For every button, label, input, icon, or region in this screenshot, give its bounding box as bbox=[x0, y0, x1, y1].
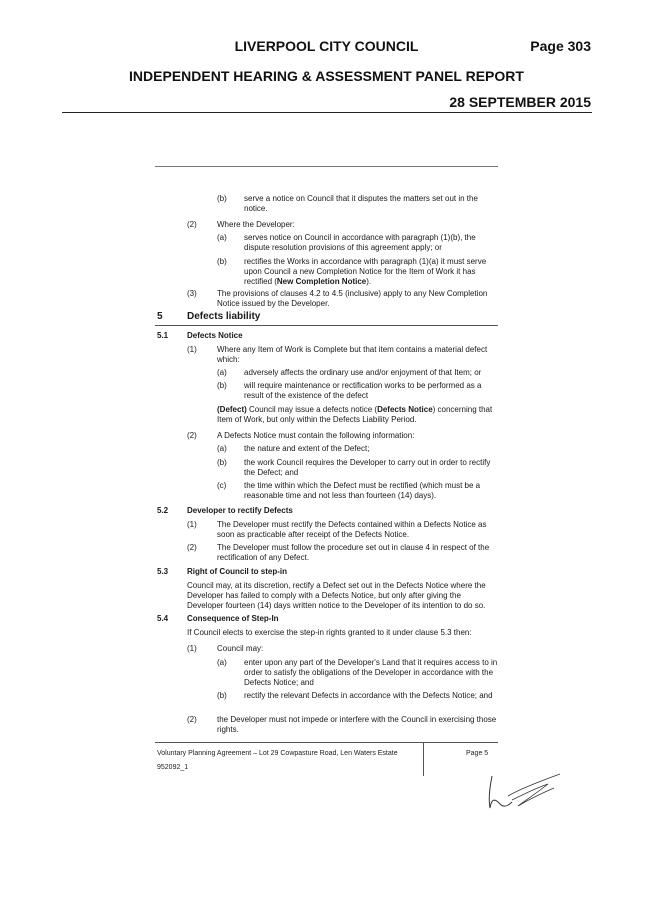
subsection-title: Right of Council to step-in bbox=[187, 567, 287, 576]
clause-num: (b) bbox=[217, 381, 227, 390]
clause-text: the nature and extent of the Defect; bbox=[244, 444, 370, 453]
clause-text: the Developer must not impede or interfe… bbox=[217, 715, 497, 734]
clause-text: Council may: bbox=[217, 644, 264, 653]
subsection-number: 5.2 bbox=[157, 506, 169, 515]
defined-term: New Completion Notice bbox=[276, 277, 367, 286]
text-run: Council may issue a defects notice ( bbox=[246, 405, 378, 414]
clause-num: (a) bbox=[217, 233, 227, 242]
clause-num: (b) bbox=[217, 194, 227, 203]
footer-rule bbox=[155, 742, 498, 743]
footer-reference: 952092_1 bbox=[157, 764, 189, 771]
clause-text: If Council elects to exercise the step-i… bbox=[187, 628, 472, 637]
clause-text: rectifies the Works in accordance with p… bbox=[244, 257, 499, 287]
council-name: LIVERPOOL CITY COUNCIL bbox=[234, 38, 419, 54]
clause-num: (a) bbox=[217, 444, 227, 453]
subsection-number: 5.4 bbox=[157, 614, 169, 623]
footer-agreement: Voluntary Planning Agreement – Lot 29 Co… bbox=[157, 750, 398, 757]
clause-text: The provisions of clauses 4.2 to 4.5 (in… bbox=[217, 289, 488, 308]
section-number: 5 bbox=[157, 311, 163, 322]
clause-num: (3) bbox=[187, 289, 197, 298]
clause-num: (b) bbox=[217, 691, 227, 700]
footer-divider bbox=[423, 742, 424, 776]
document-top-rule bbox=[155, 166, 498, 167]
clause-text: the time within which the Defect must be… bbox=[244, 481, 481, 500]
clause-text: Where the Developer: bbox=[217, 220, 295, 229]
subsection-number: 5.3 bbox=[157, 567, 169, 576]
defined-term: Defects Notice bbox=[377, 405, 433, 414]
section-title: Defects liability bbox=[187, 311, 261, 322]
clause-text: rectify the relevant Defects in accordan… bbox=[244, 691, 493, 700]
clause-num: (2) bbox=[187, 543, 197, 552]
clause-text: The Developer must follow the procedure … bbox=[217, 543, 490, 562]
clause-num: (c) bbox=[217, 481, 227, 490]
clause-num: (b) bbox=[217, 257, 227, 266]
defect-definition: (Defect) Council may issue a defects not… bbox=[217, 405, 499, 425]
subsection-title: Consequence of Step-In bbox=[187, 614, 279, 623]
clause-text: the work Council requires the Developer … bbox=[244, 458, 491, 477]
defined-term: (Defect) bbox=[217, 405, 247, 414]
clause-num: (2) bbox=[187, 715, 197, 724]
report-date: 28 SEPTEMBER 2015 bbox=[449, 94, 591, 110]
clause-text: Where any Item of Work is Complete but t… bbox=[217, 345, 488, 364]
text-run: ) concerning that Item of Work, but only… bbox=[217, 405, 493, 424]
report-page-number: Page 303 bbox=[530, 38, 591, 54]
clause-text: A Defects Notice must contain the follow… bbox=[217, 431, 415, 440]
text-run: ). bbox=[366, 277, 372, 286]
clause-text: The Developer must rectify the Defects c… bbox=[217, 520, 487, 539]
subsection-number: 5.1 bbox=[157, 331, 169, 340]
clause-num: (b) bbox=[217, 458, 227, 467]
clause-num: (a) bbox=[217, 658, 227, 667]
subsection-title: Defects Notice bbox=[187, 331, 243, 340]
header-divider bbox=[62, 112, 592, 113]
clause-num: (1) bbox=[187, 345, 197, 354]
clause-text: Council may, at its discretion, rectify … bbox=[187, 581, 486, 610]
clause-text: adversely affects the ordinary use and/o… bbox=[244, 368, 482, 377]
clause-text: serve a notice on Council that it disput… bbox=[244, 194, 478, 213]
clause-num: (1) bbox=[187, 520, 197, 529]
clause-num: (2) bbox=[187, 220, 197, 229]
clause-text: enter upon any part of the Developer's L… bbox=[244, 658, 498, 687]
report-title: INDEPENDENT HEARING & ASSESSMENT PANEL R… bbox=[129, 68, 524, 84]
section-rule bbox=[155, 325, 498, 326]
subsection-title: Developer to rectify Defects bbox=[187, 506, 293, 515]
signature-icon bbox=[488, 773, 561, 809]
clause-num: (a) bbox=[217, 368, 227, 377]
clause-text: will require maintenance or rectificatio… bbox=[244, 381, 482, 400]
clause-num: (2) bbox=[187, 431, 197, 440]
clause-num: (1) bbox=[187, 644, 197, 653]
footer-page-number: Page 5 bbox=[466, 750, 489, 757]
text-run: rectifies the Works in accordance with p… bbox=[244, 257, 487, 286]
clause-text: serves notice on Council in accordance w… bbox=[244, 233, 476, 252]
